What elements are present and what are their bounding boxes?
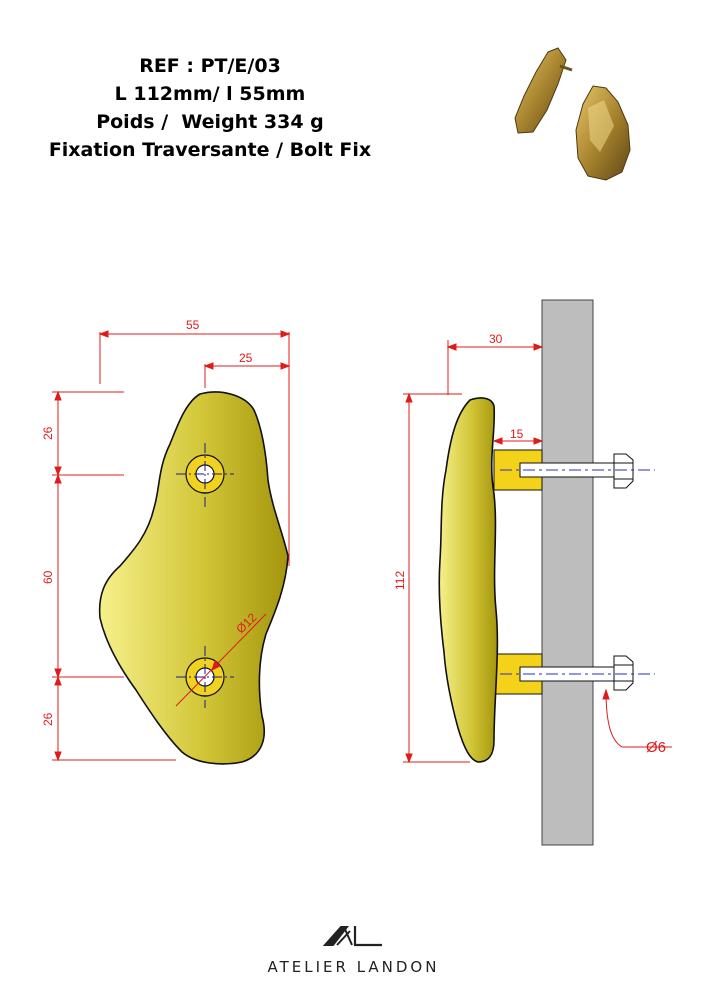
leader-bolt-diameter xyxy=(605,689,672,748)
photo-highlight xyxy=(588,100,614,152)
arrow-bolt-diameter xyxy=(602,688,610,700)
side-view: 30 15 112 Ø6 xyxy=(393,299,672,846)
label-top-offset: 26 xyxy=(41,426,55,440)
label-width-center: 25 xyxy=(239,351,253,365)
logo-l-mark xyxy=(353,926,382,947)
bolt-axis-lines xyxy=(500,469,655,675)
label-bolt-diameter: Ø6 xyxy=(646,739,666,756)
dimensions-line: L 112mm/ l 55mm xyxy=(114,83,306,105)
label-length: 112 xyxy=(393,571,407,590)
label-bottom-offset: 26 xyxy=(41,712,55,726)
bolt-head-top xyxy=(613,453,634,489)
dim-ext-112 xyxy=(403,393,470,763)
label-hole-spacing: 60 xyxy=(41,570,55,584)
label-spacer: 15 xyxy=(510,427,524,441)
arrow-112 xyxy=(405,392,413,764)
handle-front-shape xyxy=(98,391,289,765)
arrows-vertical xyxy=(54,390,62,762)
bolt-head-bottom xyxy=(613,655,634,691)
brand-name: ATELIER LANDON xyxy=(267,958,440,976)
label-width-total: 55 xyxy=(186,318,200,332)
spec-block: REF : PT/E/03 L 112mm/ l 55mm Poids / We… xyxy=(40,52,380,164)
handle-photo-left xyxy=(514,47,567,134)
arrow-55-right xyxy=(280,330,291,338)
logo-a-leg xyxy=(343,926,353,946)
door-panel xyxy=(541,299,594,846)
center-mark-top xyxy=(176,443,234,507)
fixing-line: Fixation Traversante / Bolt Fix xyxy=(48,139,372,161)
diameter-leader xyxy=(175,613,267,707)
arrow-15 xyxy=(492,437,544,445)
arrow-25-right xyxy=(280,362,291,370)
brand-logo xyxy=(322,926,382,947)
arrow-55-left xyxy=(98,330,109,338)
handle-side-shape xyxy=(438,397,499,763)
bolt-head-top-lines xyxy=(614,462,633,480)
handle-photo-left-pin xyxy=(559,64,573,72)
arrow-diameter xyxy=(211,660,221,671)
bolt-head-bottom-lines xyxy=(614,664,633,682)
arrow-30 xyxy=(446,343,544,351)
label-standoff: 30 xyxy=(489,332,503,346)
arrow-25-left xyxy=(203,362,214,370)
product-photo xyxy=(514,47,631,181)
weight-line: Poids / Weight 334 g xyxy=(96,111,324,133)
ref-code: REF : PT/E/03 xyxy=(139,55,281,77)
front-view: 55 25 26 60 26 Ø12 xyxy=(41,318,291,765)
